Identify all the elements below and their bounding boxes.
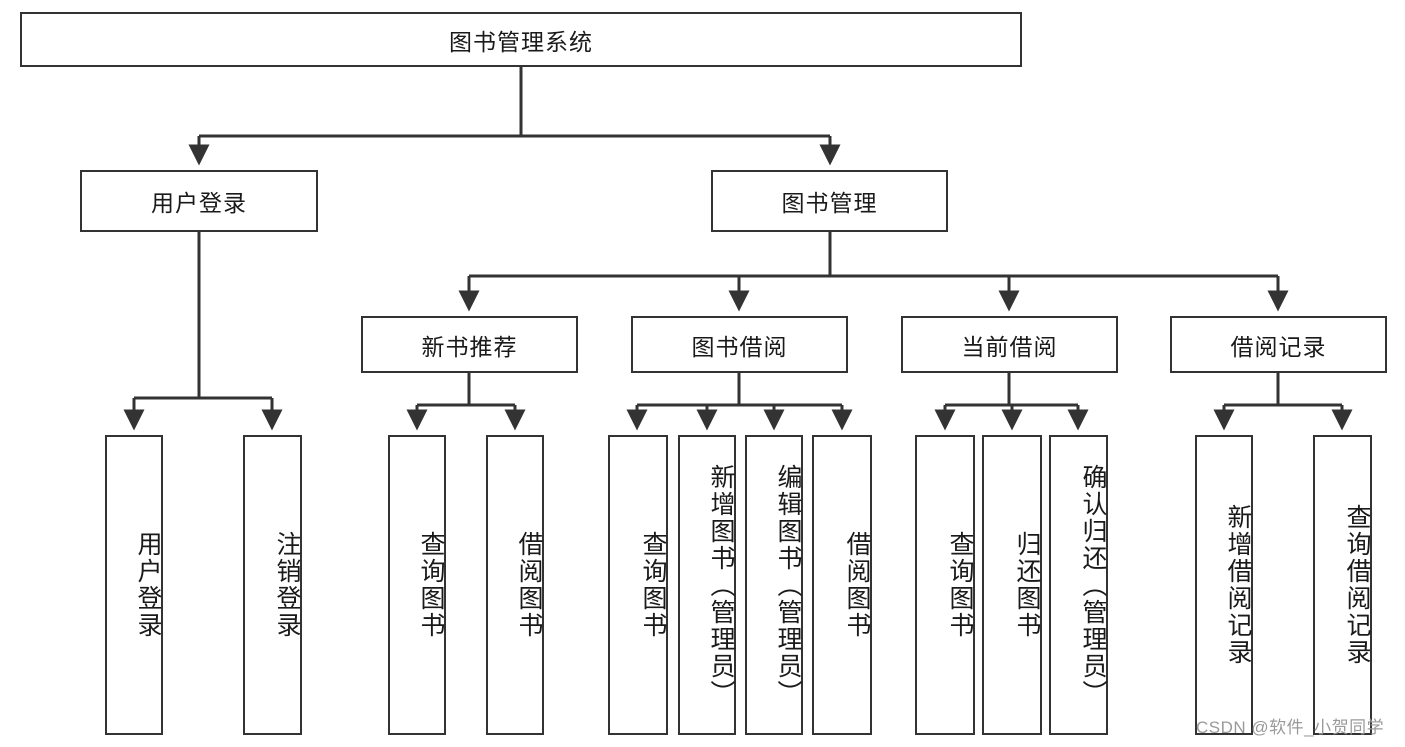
node-label: 查询图书	[639, 531, 667, 639]
leaf-borrow-book-new[interactable]: 借阅图书	[486, 435, 544, 735]
leaf-add-book-admin[interactable]: 新增图书（管理员）	[678, 435, 736, 735]
node-system-root[interactable]: 图书管理系统	[20, 12, 1022, 67]
node-label: 借阅图书	[515, 531, 543, 639]
csdn-watermark: CSDN @软件_小贺同学	[1196, 718, 1385, 737]
leaf-borrow-book[interactable]: 借阅图书	[812, 435, 872, 735]
leaf-add-borrow-record[interactable]: 新增借阅记录	[1195, 435, 1253, 735]
leaf-query-book-borrow[interactable]: 查询图书	[608, 435, 668, 735]
leaf-query-book-new[interactable]: 查询图书	[388, 435, 446, 735]
node-label: 当前借阅	[961, 333, 1058, 360]
node-label: 借阅记录	[1230, 333, 1327, 360]
node-new-book-recommend[interactable]: 新书推荐	[361, 316, 578, 373]
node-label: 注销登录	[273, 531, 301, 639]
node-label: 归还图书	[1013, 531, 1041, 639]
node-label: 图书管理系统	[449, 28, 593, 55]
node-label: 新书推荐	[421, 333, 518, 360]
node-label: 图书借阅	[691, 333, 788, 360]
node-label: 用户登录	[134, 531, 162, 639]
node-book-borrow[interactable]: 图书借阅	[631, 316, 848, 373]
node-label: 确认归还（管理员）	[1079, 463, 1107, 707]
leaf-query-borrow-record[interactable]: 查询借阅记录	[1313, 435, 1372, 735]
node-label: 新增图书（管理员）	[707, 463, 735, 707]
leaf-query-book-current[interactable]: 查询图书	[915, 435, 975, 735]
node-label: 编辑图书（管理员）	[774, 463, 802, 707]
node-current-borrow[interactable]: 当前借阅	[901, 316, 1118, 373]
leaf-user-login[interactable]: 用户登录	[105, 435, 163, 735]
leaf-confirm-return-admin[interactable]: 确认归还（管理员）	[1049, 435, 1108, 735]
node-label: 查询图书	[946, 531, 974, 639]
node-label: 图书管理	[781, 190, 878, 216]
leaf-edit-book-admin[interactable]: 编辑图书（管理员）	[745, 435, 803, 735]
node-user-login[interactable]: 用户登录	[80, 170, 318, 232]
node-label: 查询借阅记录	[1343, 504, 1371, 666]
node-book-management[interactable]: 图书管理	[711, 170, 948, 232]
node-label: 用户登录	[151, 190, 247, 216]
leaf-logout[interactable]: 注销登录	[243, 435, 302, 735]
leaf-return-book[interactable]: 归还图书	[982, 435, 1042, 735]
node-label: 借阅图书	[843, 531, 871, 639]
node-label: 新增借阅记录	[1224, 504, 1252, 666]
node-borrow-record[interactable]: 借阅记录	[1170, 316, 1387, 373]
node-label: 查询图书	[417, 531, 445, 639]
